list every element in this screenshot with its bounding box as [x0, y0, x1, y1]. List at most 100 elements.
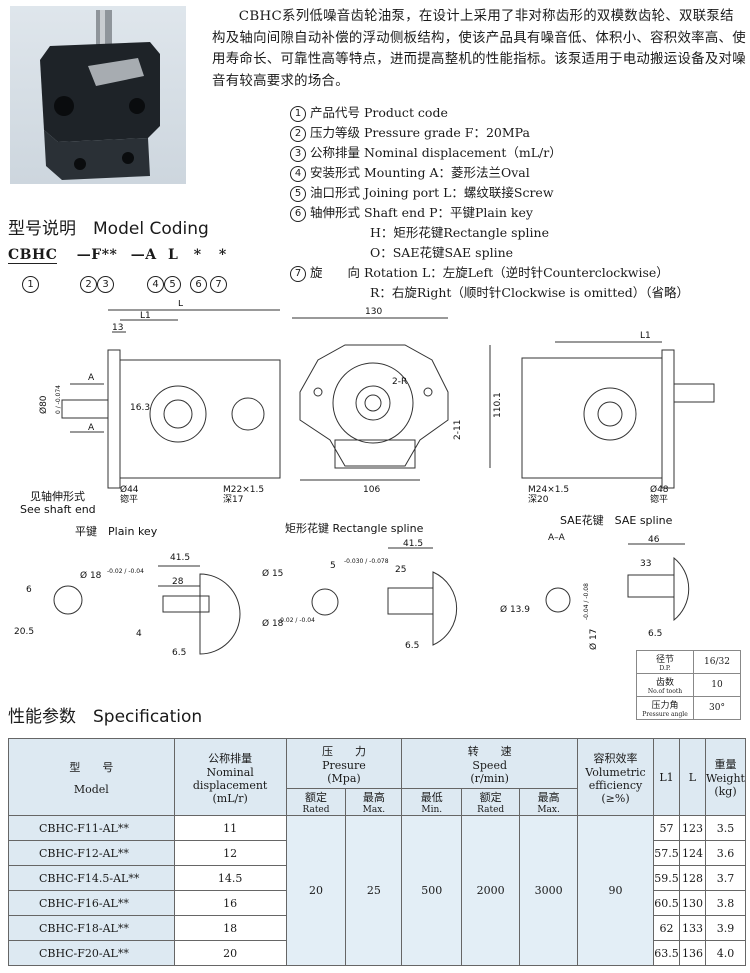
dim-label: 28	[172, 577, 184, 587]
dim-label: 6.5	[405, 641, 419, 651]
dim-label: 25	[395, 565, 406, 575]
dim-label: -0.02 / -0.04	[278, 617, 315, 624]
dim-label: Ø 17	[588, 629, 599, 650]
dim-label: 2-11	[453, 420, 463, 440]
legend-item: H：矩形花键Rectangle spline	[370, 225, 549, 240]
code-num: 6	[190, 272, 207, 293]
code-num: 3	[97, 272, 114, 293]
code-num: 5	[164, 272, 181, 293]
dim-label: 13	[112, 323, 123, 333]
dim-label: Ø 18	[262, 618, 284, 629]
code-part: L	[167, 247, 179, 263]
dim-label: 41.5	[403, 539, 423, 549]
dim-label: A	[88, 423, 95, 433]
code-num: 1	[22, 272, 39, 293]
pump-photo	[10, 6, 186, 184]
dim-label: 见轴伸形式	[30, 489, 85, 503]
dim-label: 6	[26, 585, 32, 595]
side-view-right	[521, 341, 715, 489]
dim-label: 16.3	[130, 403, 150, 413]
dim-label: 110.1	[493, 392, 503, 418]
model-code: CBHC —F** —A L * *	[8, 247, 227, 264]
dim-label: -0.02 / -0.04	[107, 568, 144, 575]
code-num: 2	[80, 272, 97, 293]
legend-item: O：SAE花键SAE spline	[370, 245, 514, 260]
legend-item: R：右旋Right（顺时针Clockwise is omitted）（省略）	[370, 285, 690, 300]
dim-label: Ø48	[650, 484, 669, 495]
dim-label: 0 / -0.074	[55, 385, 62, 414]
dim-label: 46	[648, 535, 660, 545]
dim-label: A–A	[548, 533, 566, 543]
code-part: *	[218, 247, 227, 263]
code-num: 7	[210, 272, 227, 293]
code-part: —F	[76, 247, 102, 263]
dim-label: See shaft end	[20, 503, 96, 516]
dim-label: 20.5	[14, 627, 34, 637]
dim-label: 106	[363, 485, 380, 495]
rectangle-spline-detail	[311, 547, 458, 646]
code-part: **	[101, 247, 118, 263]
dim-label: M24×1.5	[528, 485, 569, 495]
dim-label: 130	[365, 307, 382, 317]
col-L1: L1	[652, 738, 680, 816]
dim-label: 平键 Plain key	[75, 524, 158, 538]
front-view	[292, 317, 491, 481]
dim-label: 矩形花键 Rectangle spline	[285, 521, 424, 535]
dim-label: 41.5	[170, 553, 190, 563]
dim-label: Ø 13.9	[500, 604, 530, 615]
code-part: —A	[130, 247, 157, 263]
dim-label: L1	[640, 331, 651, 341]
dim-label: 6.5	[172, 648, 186, 658]
dim-label: M22×1.5	[223, 485, 264, 495]
dim-label: 深20	[528, 494, 549, 505]
dim-label: Ø 18	[80, 570, 102, 581]
dim-label: 锪平	[650, 493, 668, 505]
dim-label: 2-R	[392, 377, 407, 387]
plain-key-detail	[53, 565, 241, 655]
dim-label: Ø 15	[262, 568, 283, 579]
side-view-left	[61, 309, 281, 489]
spec-title: 性能参数 Specification	[8, 707, 203, 727]
dim-label: 5	[330, 561, 336, 571]
dim-label: 33	[640, 559, 651, 569]
dim-label: 6.5	[648, 629, 662, 639]
technical-drawings: L L1 13 A A 16.3 Ø80 0 / -0.074 Ø44 锪平 M…	[14, 300, 715, 658]
dim-label: A	[88, 373, 95, 383]
dim-label: L1	[140, 311, 151, 321]
dim-label: L	[178, 300, 183, 309]
dim-label: 锪平	[120, 493, 138, 505]
code-part: CBHC	[8, 247, 58, 264]
sae-spline-detail	[545, 543, 690, 622]
dim-label: 4	[136, 629, 142, 639]
code-part: *	[193, 247, 202, 263]
dim-label: Ø80	[38, 395, 49, 414]
model-coding-title: 型号说明 Model Coding	[8, 219, 209, 239]
